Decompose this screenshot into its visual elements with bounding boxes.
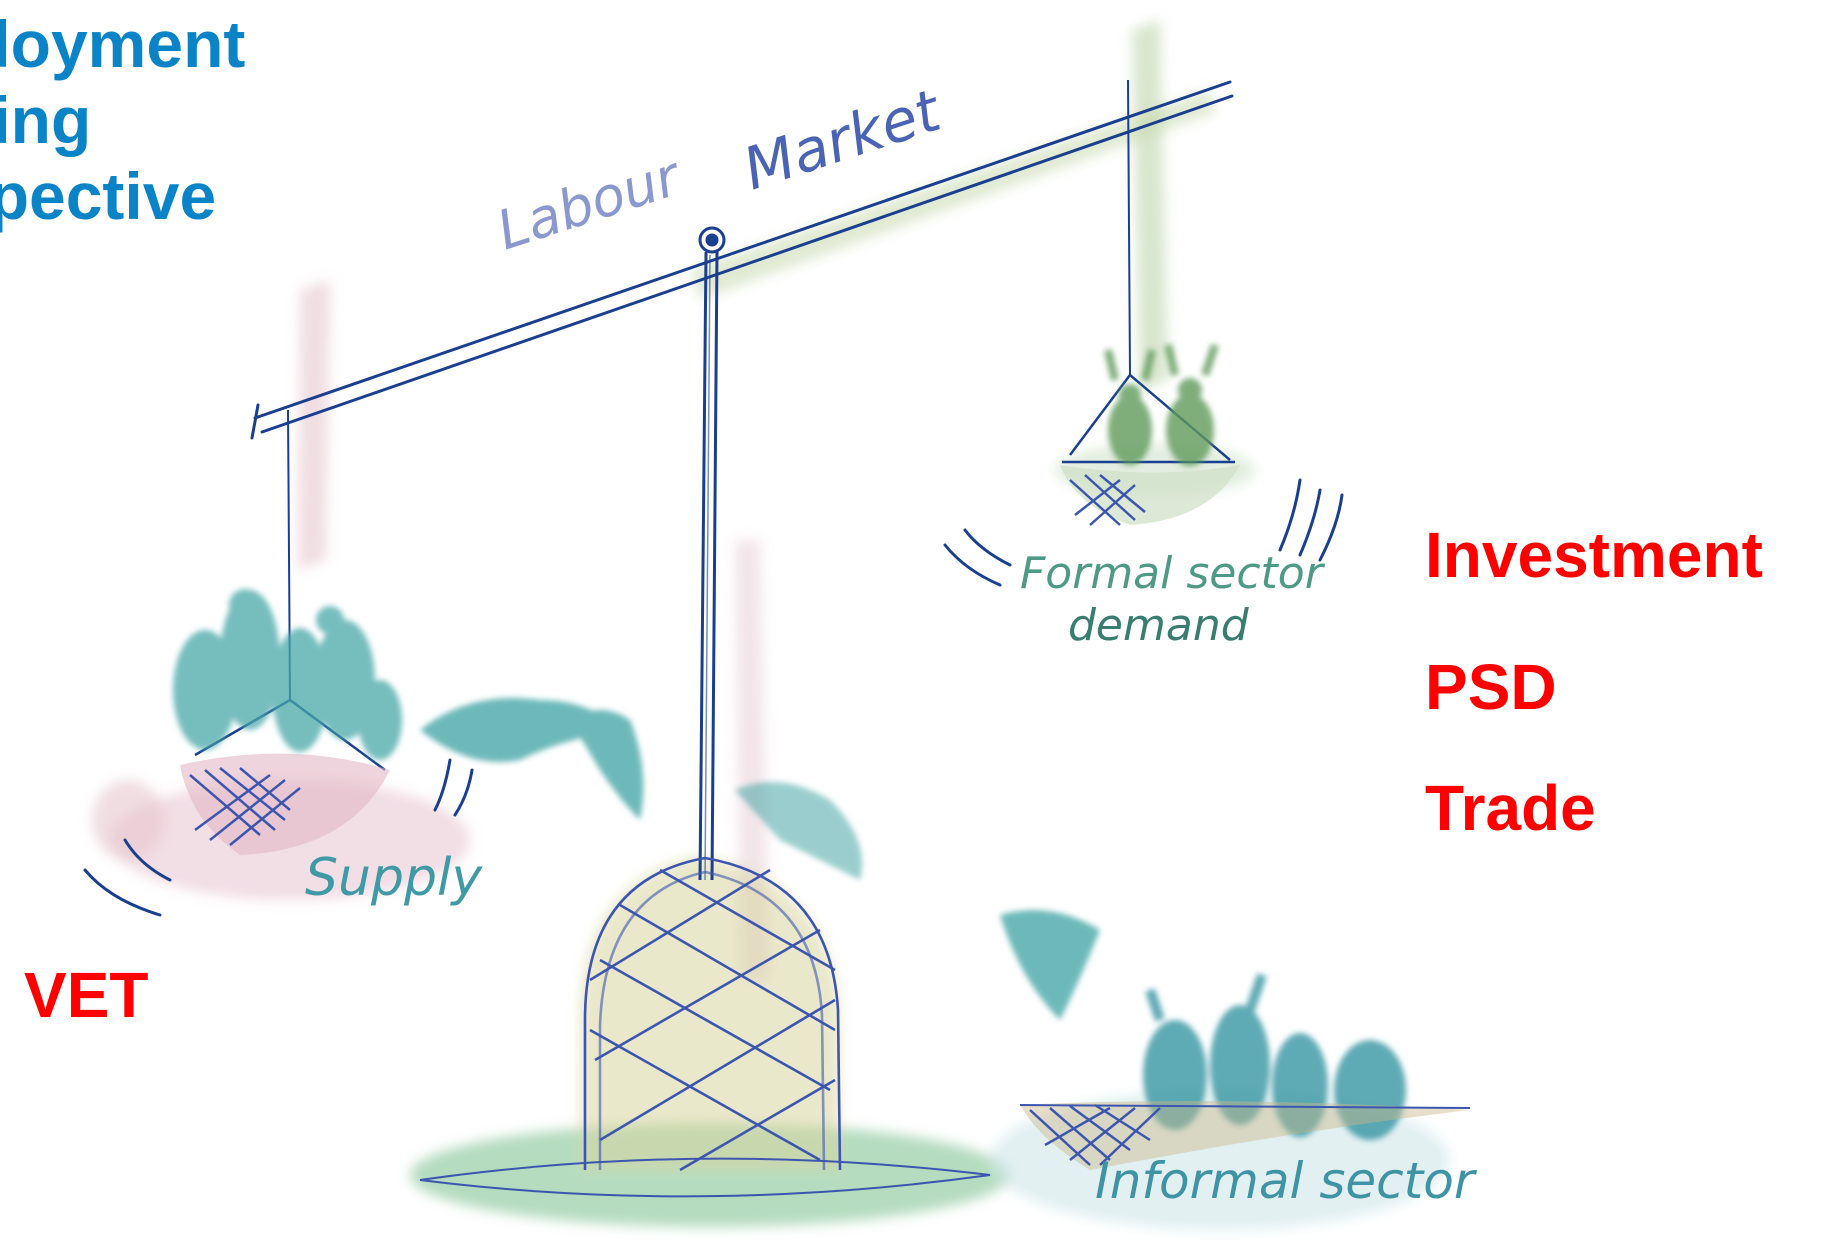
informal-people [1143,973,1406,1140]
beam-left-end [250,403,260,440]
bell-grid-8 [679,1078,836,1172]
title-fragment: ployment ding spective [0,6,245,234]
supply-basket-net [189,767,301,846]
central-pole [698,251,719,881]
title-line-2: ding [0,83,92,157]
beam-pivot [698,226,726,254]
formal-string [1127,79,1131,376]
formal-basket-net [1069,474,1146,526]
bell-inner-outline [598,870,826,1171]
label-trade: Trade [1425,772,1596,844]
beam-label-labour: Labour [490,144,690,263]
pink-left-wash [298,280,330,570]
bell-cage-base [419,856,991,1198]
supply-people [173,589,402,760]
title-line-3: spective [0,159,217,233]
watercolour-washes [92,20,1450,1230]
informal-net-lines [1019,1103,1471,1166]
formal-sector-label-line1: Formal sector [1020,548,1326,599]
informal-sector-group [1019,973,1471,1170]
label-psd: PSD [1425,651,1557,723]
bell-fill-wash [580,855,840,1170]
bell-grid-4 [659,868,836,972]
bell-outline [583,856,842,1171]
pole-left-line [698,251,708,881]
bell-grid-6 [599,998,836,1142]
beam-top-line [253,80,1232,420]
pink-wing-wash [92,780,164,860]
beam-bottom-line [260,94,1234,434]
bell-grid-1 [599,958,831,1092]
informal-sector-label: Informal sector [1095,1152,1478,1210]
pole-extra-line [704,254,711,881]
bell-grid-2 [619,903,836,1032]
pole-right-line [710,251,719,881]
title-line-1: ployment [0,7,246,81]
base-ellipse [419,1157,991,1198]
jumping-figures [420,698,1100,1020]
formal-motion-lines [943,478,1344,587]
formal-sector-pan [943,79,1344,587]
ground-wash [410,1123,1010,1227]
supply-pan [83,409,474,917]
label-investment: Investment [1425,519,1763,591]
bell-grid-3 [589,1028,821,1162]
supply-motion-lines [83,758,474,917]
bell-grid-5 [594,928,821,1062]
green-vertical-wash [1132,20,1168,390]
supply-label: Supply [305,848,483,908]
beam-pivot-inner [705,233,719,247]
formal-sector-label-line2: demand [1068,600,1250,651]
beam-label-market: Market [735,76,950,204]
bell-grid-7 [589,868,771,982]
green-beam-wash [690,90,1216,300]
formal-people [1104,343,1219,466]
informal-wash [990,1090,1450,1230]
label-vet: VET [24,959,149,1031]
balance-beam [250,80,1234,440]
informal-net [1020,1101,1470,1170]
